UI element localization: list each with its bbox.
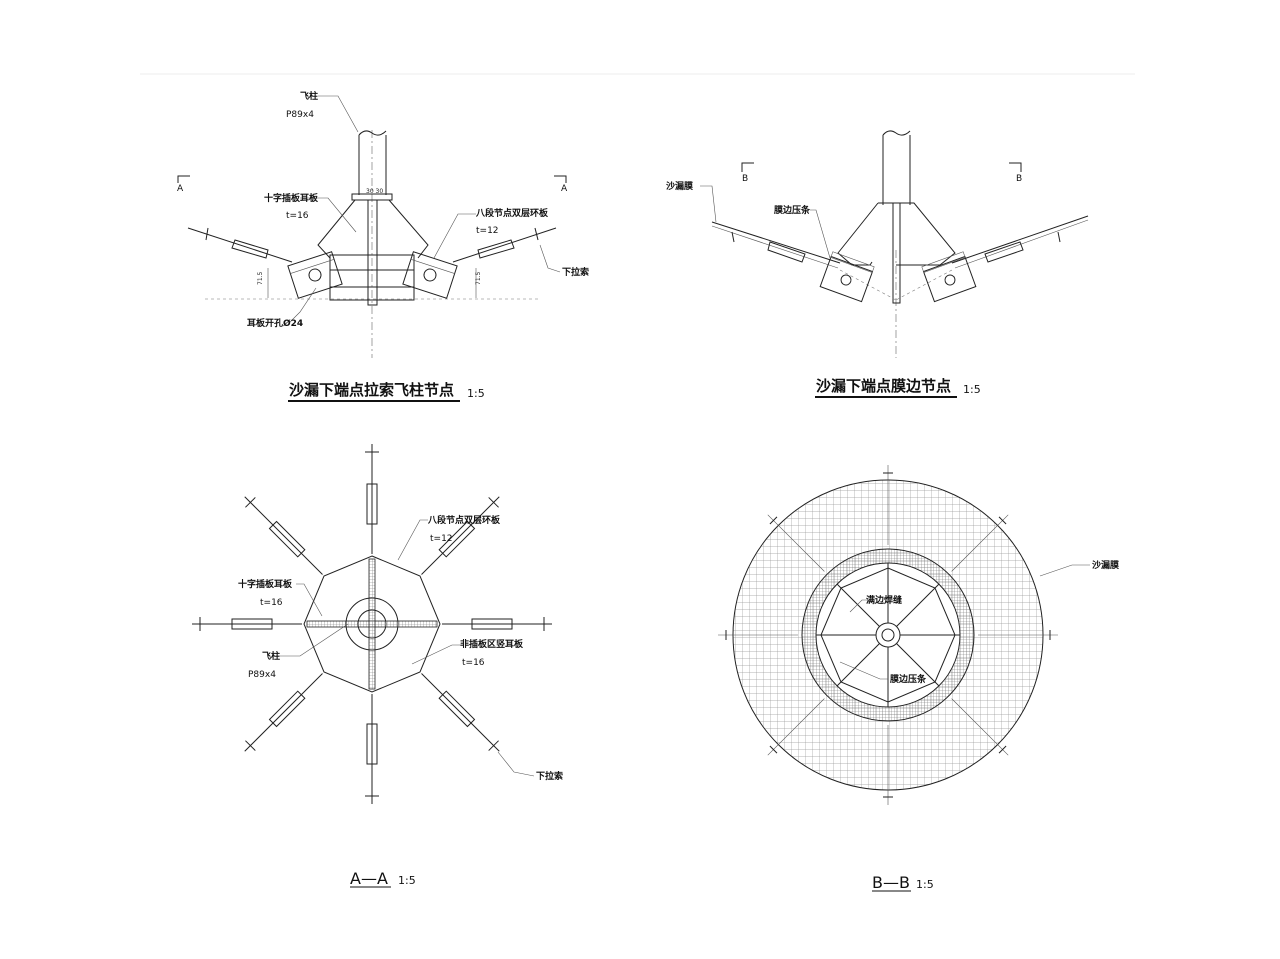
label-bb-membrane: 沙漏膜 (1092, 559, 1120, 571)
title-section-a-a: A—A 1:5 (350, 869, 416, 888)
section-b-b-drawing (718, 465, 1058, 805)
label-aa-mast-name: 飞柱 (262, 650, 280, 662)
label-mast-name: 飞柱 (300, 90, 318, 102)
svg-text:71.5: 71.5 (257, 271, 264, 285)
label-aa-eight-segment-t: t=12 (430, 534, 453, 544)
label-cross-plate: 十字插板耳板 (264, 192, 319, 204)
scale-section-b-b: 1:5 (916, 878, 934, 891)
label-aa-eight-segment: 八段节点双层环板 (427, 514, 501, 526)
membrane-radial (896, 643, 1009, 756)
label-bb-edge-strip: 膜边压条 (889, 673, 927, 685)
label-edge-strip: 膜边压条 (773, 204, 811, 216)
title-elevation-b: 沙漏下端点膜边节点 1:5 (815, 377, 981, 398)
svg-text:71.5: 71.5 (475, 271, 482, 285)
label-cross-plate-t: t=16 (286, 211, 309, 221)
cable-left (187, 227, 293, 263)
label-bb-weld: 满边焊缝 (866, 594, 902, 606)
title-elevation-b-text: 沙漏下端点膜边节点 (816, 377, 951, 395)
title-section-b-b: B—B 1:5 (872, 873, 934, 892)
title-elevation-a: 沙漏下端点拉索飞柱节点 1:5 (288, 381, 485, 402)
mast-pipe (358, 130, 387, 195)
cable-arm (421, 496, 500, 575)
cable-arm (244, 673, 323, 752)
cable-arm (192, 617, 302, 631)
section-b-b-labels: 沙漏膜 满边焊缝 膜边压条 (839, 559, 1120, 685)
label-aa-lower-cable: 下拉索 (536, 770, 563, 782)
cable-right (452, 227, 557, 263)
label-lower-cable: 下拉索 (562, 266, 589, 278)
section-a-a-labels: 八段节点双层环板 t=12 十字插板耳板 t=16 飞柱 P89x4 非插板区竖… (238, 514, 563, 782)
section-a-a-drawing (192, 444, 552, 804)
label-eight-segment: 八段节点双层环板 (475, 207, 549, 219)
section-mark-a-right: A (561, 184, 568, 194)
membrane-radial (767, 514, 880, 627)
label-aa-non-insert-plate: 非插板区竖耳板 (460, 638, 524, 650)
label-membrane: 沙漏膜 (666, 180, 694, 192)
section-mark-b-left: B (742, 174, 748, 184)
title-section-a-a-text: A—A (350, 869, 388, 888)
cable-arm (244, 496, 323, 575)
elevation-a-drawing: 71.5 71.5 30 30 A A 飞柱 P89x4 十字插板耳板 t=16… (177, 90, 589, 358)
title-elevation-a-text: 沙漏下端点拉索飞柱节点 (289, 381, 454, 399)
cable-arm (365, 444, 379, 554)
title-section-b-b-text: B—B (872, 873, 910, 892)
label-mast-size: P89x4 (286, 110, 314, 120)
membrane-radial (896, 514, 1009, 627)
elevation-b-drawing: B B 沙漏膜 膜边压条 (666, 130, 1089, 358)
cable-arm (421, 673, 500, 752)
scale-elevation-a: 1:5 (467, 387, 485, 400)
svg-text:30 30: 30 30 (366, 188, 383, 195)
cable-arm (442, 617, 552, 631)
scale-section-a-a: 1:5 (398, 874, 416, 887)
scale-elevation-b: 1:5 (963, 383, 981, 396)
section-mark-b-right: B (1016, 174, 1022, 184)
label-aa-mast-size: P89x4 (248, 670, 276, 680)
label-aa-cross-plate: 十字插板耳板 (238, 578, 293, 590)
label-ear-hole: 耳板开孔Ø24 (247, 317, 303, 329)
label-aa-non-insert-plate-t: t=16 (462, 658, 485, 668)
membrane-radial (883, 465, 893, 623)
membrane-radial (718, 630, 876, 640)
label-aa-cross-plate-t: t=16 (260, 598, 283, 608)
membrane-radial (883, 647, 893, 805)
membrane-radial (767, 643, 880, 756)
section-mark-a-left: A (177, 184, 184, 194)
cable-arm (365, 694, 379, 804)
membrane-radial (900, 630, 1058, 640)
label-eight-segment-t: t=12 (476, 226, 499, 236)
